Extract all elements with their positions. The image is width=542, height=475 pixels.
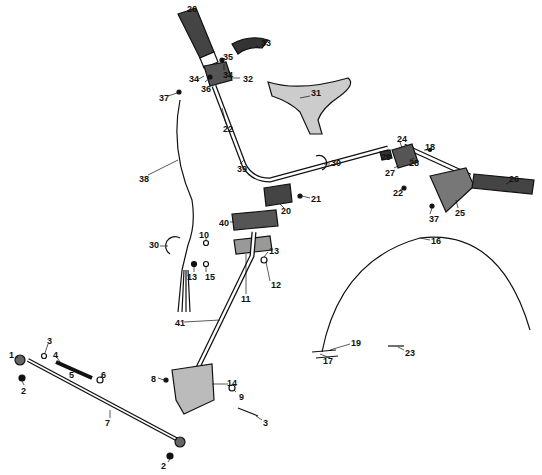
callout-number: 18: [424, 142, 436, 152]
callout-number: 25: [454, 208, 466, 218]
callout-number: 31: [310, 88, 322, 98]
callout-number: 36: [200, 84, 212, 94]
callout-number: 14: [226, 378, 238, 388]
callout-number: 29: [380, 152, 392, 162]
callout-number: 23: [404, 348, 416, 358]
callout-number: 27: [384, 168, 396, 178]
callout-number: 19: [350, 338, 362, 348]
callout-number: 26: [508, 174, 520, 184]
callout-number: 2: [160, 461, 167, 471]
callout-number: 3: [46, 336, 53, 346]
callout-number: 28: [408, 158, 420, 168]
callout-number: 4: [52, 350, 59, 360]
callout-number: 6: [100, 370, 107, 380]
callout-number: 22: [222, 124, 234, 134]
callout-number: 9: [238, 392, 245, 402]
callout-number: 5: [68, 370, 75, 380]
callout-number: 1: [8, 350, 15, 360]
callout-number: 37: [428, 214, 440, 224]
callout-number: 37: [158, 93, 170, 103]
callout-number: 3: [262, 418, 269, 428]
callout-number: 30: [148, 240, 160, 250]
callout-number: 32: [242, 74, 254, 84]
callout-number: 38: [138, 174, 150, 184]
callout-number: 26: [186, 4, 198, 14]
callout-number: 16: [430, 236, 442, 246]
callout-number: 13: [268, 246, 280, 256]
callout-number: 34: [188, 74, 200, 84]
callout-number: 24: [396, 134, 408, 144]
callout-number: 21: [310, 194, 322, 204]
callout-number: 10: [198, 230, 210, 240]
callout-number: 8: [150, 374, 157, 384]
callout-number: 2: [20, 386, 27, 396]
callout-number: 35: [222, 52, 234, 62]
callout-number: 13: [186, 272, 198, 282]
callout-number: 30: [330, 158, 342, 168]
callout-number: 17: [322, 356, 334, 366]
callout-number: 12: [270, 280, 282, 290]
callout-number: 20: [280, 206, 292, 216]
callout-number: 34: [222, 70, 234, 80]
callout-number: 41: [174, 318, 186, 328]
callout-number: 7: [104, 418, 111, 428]
callout-number: 15: [204, 272, 216, 282]
callout-number: 40: [218, 218, 230, 228]
callout-number: 11: [240, 294, 252, 304]
callout-number: 33: [260, 38, 272, 48]
callout-number: 39: [236, 164, 248, 174]
callout-number: 22: [392, 188, 404, 198]
